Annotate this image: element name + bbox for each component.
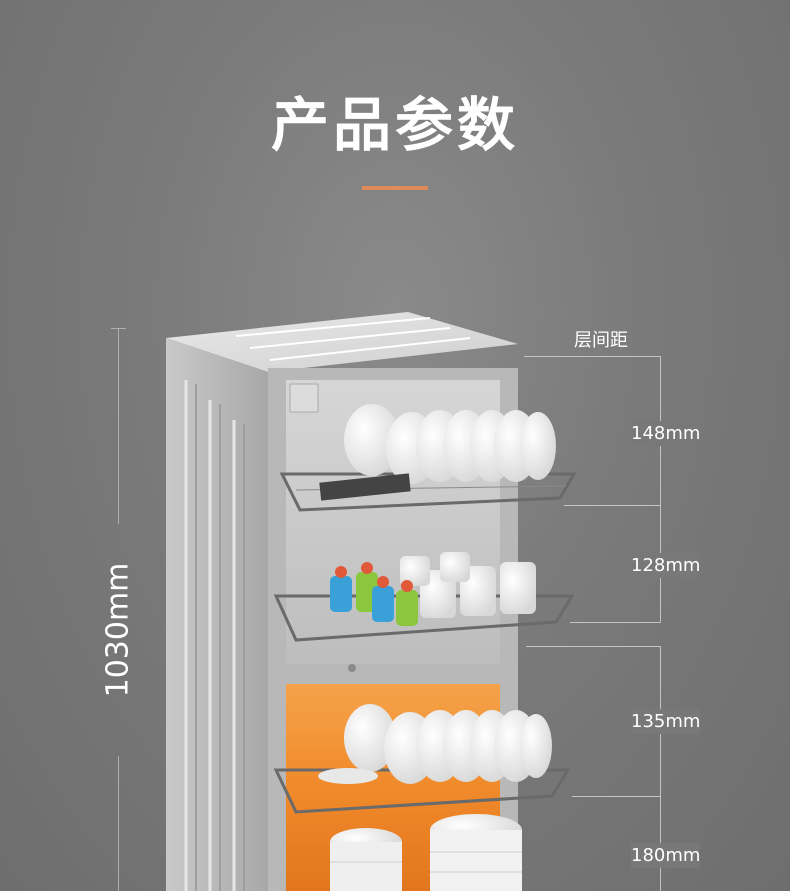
height-dimension-line-top <box>118 328 119 524</box>
spacing-tick-0 <box>524 356 661 357</box>
spacing-label-135: 135mm <box>631 709 701 734</box>
spacing-tick-4 <box>572 796 661 797</box>
shelf-spacing-title: 层间距 <box>574 330 628 351</box>
page-title: 产品参数 <box>270 91 519 159</box>
height-dimension-label: 1030mm <box>100 562 136 698</box>
cabinet-side-panel <box>166 338 268 891</box>
height-dimension-line-bottom <box>118 756 119 891</box>
cabinet-top <box>166 312 518 372</box>
bottom-bowls <box>330 814 522 891</box>
spacing-tick-3 <box>526 646 661 647</box>
spacing-label-128: 128mm <box>631 553 701 578</box>
title-accent-bar <box>362 186 428 190</box>
spacing-label-148: 148mm <box>631 421 701 446</box>
spacing-label-180: 180mm <box>631 843 701 868</box>
rack-3 <box>273 704 571 814</box>
rack-1 <box>279 404 577 512</box>
spacing-tick-2 <box>570 622 661 623</box>
spacing-tick-1 <box>564 505 661 506</box>
rack-2 <box>273 552 575 642</box>
